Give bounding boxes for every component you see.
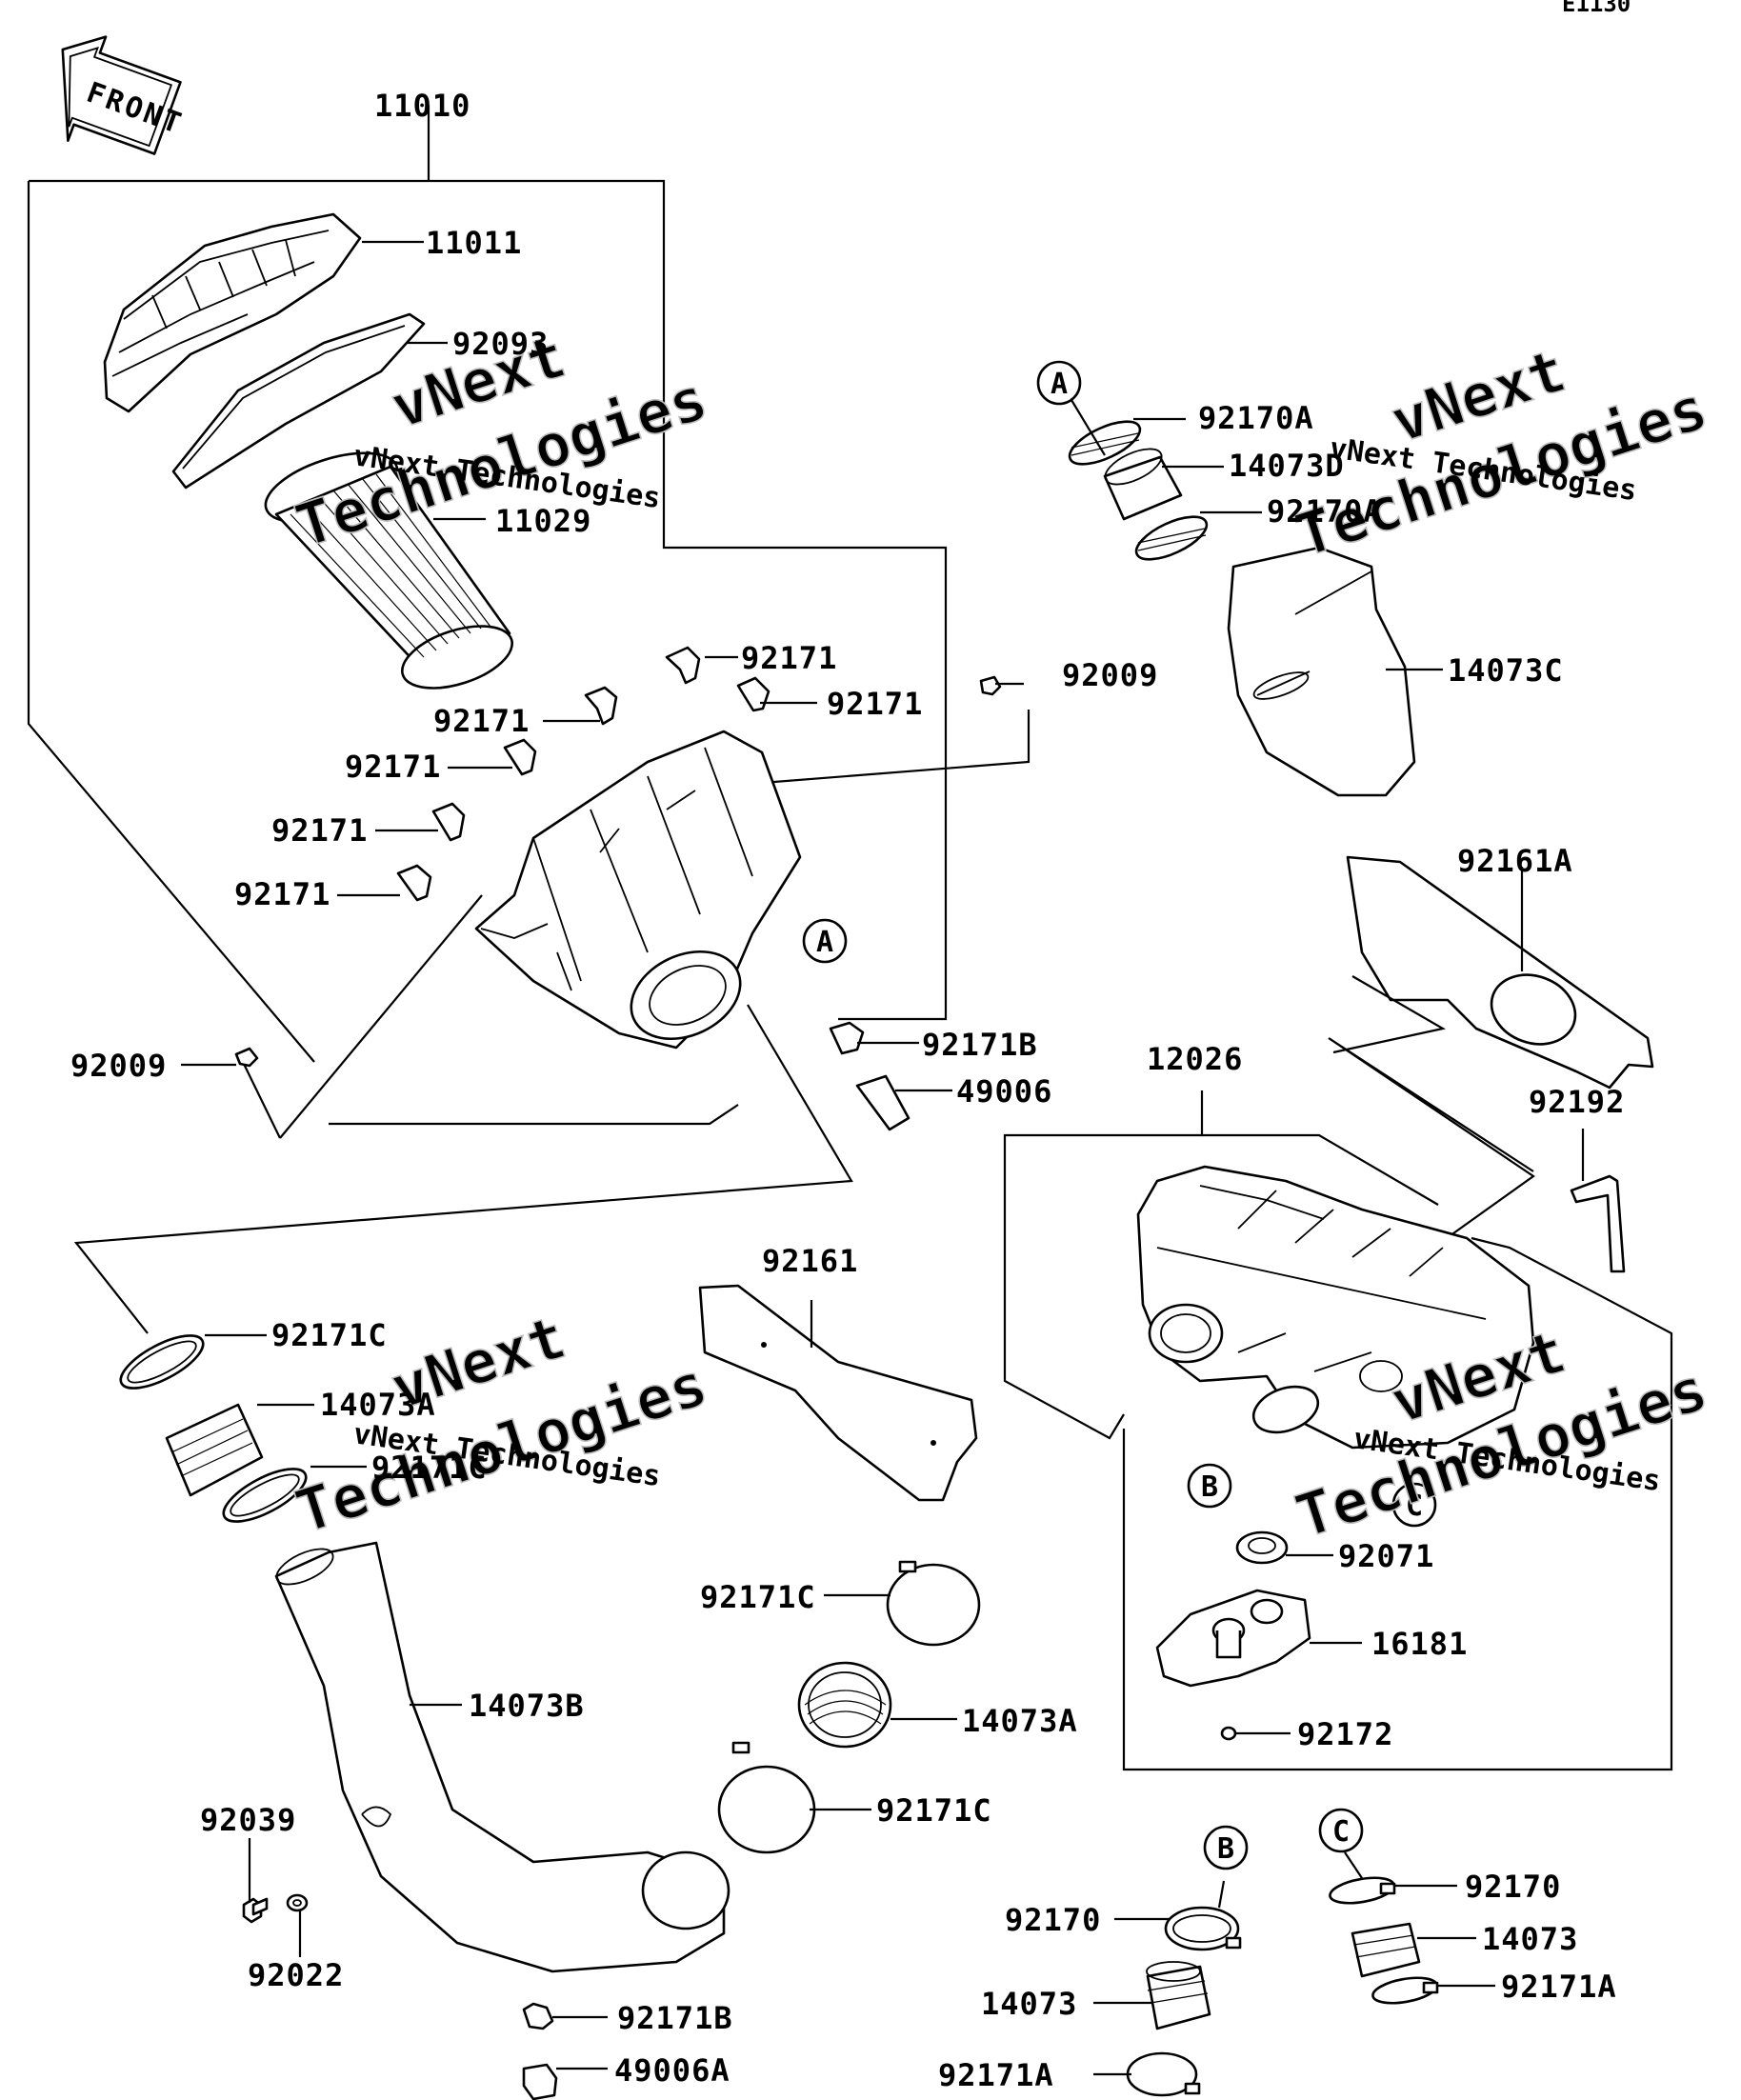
plug-92172	[1220, 1726, 1237, 1741]
center-clamps-boot	[717, 1560, 981, 1854]
part-label-92170A-top: 92170A	[1198, 400, 1314, 436]
air-cleaner-gasket	[171, 312, 426, 490]
diagram-code: E1130	[1562, 0, 1631, 17]
part-label-92171-b: 92171	[827, 686, 923, 722]
part-label-92171B-bottom: 92171B	[617, 2000, 733, 2036]
screw-parts	[234, 675, 1002, 1068]
hose-92192	[1570, 1174, 1626, 1273]
callout-B-resonator: B	[1201, 1470, 1218, 1504]
part-label-92171B-top: 92171B	[922, 1027, 1038, 1063]
plate-92161A	[1346, 855, 1654, 1090]
grommet-92071	[1235, 1530, 1289, 1565]
intake-clamps-duct	[1068, 420, 1209, 561]
part-label-92192: 92192	[1529, 1084, 1625, 1120]
part-label-49006A: 49006A	[614, 2052, 730, 2089]
callout-A-airbox: A	[816, 926, 833, 959]
part-label-92171C-1: 92171C	[271, 1317, 388, 1353]
part-label-14073B: 14073B	[469, 1688, 585, 1724]
part-label-49006: 49006	[956, 1073, 1052, 1110]
part-label-92171C-3: 92171C	[700, 1579, 816, 1615]
drain-clamp-and-cap	[829, 1021, 911, 1131]
detail-C-parts	[1329, 1876, 1439, 2005]
part-label-92039: 92039	[200, 1802, 296, 1838]
part-label-12026: 12026	[1147, 1041, 1243, 1077]
leader-lines	[181, 240, 1585, 2076]
drain-clamp-49006A	[522, 2002, 558, 2100]
part-label-14073D: 14073D	[1229, 448, 1345, 484]
part-label-92170-B: 92170	[1005, 1902, 1101, 1938]
left-intake-clamps-boot	[119, 1334, 308, 1523]
part-label-14073-C: 14073	[1482, 1921, 1578, 1957]
callout-C-resonator: C	[1406, 1490, 1423, 1523]
part-label-92170-C: 92170	[1465, 1869, 1561, 1905]
part-label-14073A-2: 14073A	[962, 1703, 1078, 1739]
part-label-14073-B: 14073	[981, 1986, 1077, 2022]
air-cleaner-cover	[103, 212, 362, 413]
part-label-92171A-B: 92171A	[938, 2057, 1054, 2093]
part-label-92022: 92022	[248, 1957, 344, 1993]
bolt-92039-washer-92022	[242, 1893, 309, 1924]
part-label-92171-c: 92171	[433, 703, 530, 739]
part-label-92171-e: 92171	[271, 812, 368, 849]
part-label-92172: 92172	[1297, 1716, 1393, 1752]
part-label-92161: 92161	[762, 1243, 858, 1279]
part-label-92093: 92093	[452, 326, 549, 362]
callout-markers: A A B C B C	[802, 360, 1437, 1870]
callout-A-top: A	[1051, 368, 1068, 401]
duct-14073B	[274, 1541, 730, 1973]
resonator-group-outline	[1003, 975, 1673, 1771]
part-label-92171-a: 92171	[741, 640, 837, 676]
plate-92161	[698, 1284, 978, 1502]
drain-tank-16181	[1155, 1589, 1311, 1688]
part-label-92171C-4: 92171C	[876, 1792, 992, 1829]
part-label-92161A: 92161A	[1457, 843, 1573, 879]
detail-B-parts	[1126, 1906, 1242, 2097]
part-label-92170A-bottom: 92170A	[1267, 493, 1383, 530]
part-label-92171A-C: 92171A	[1501, 1969, 1617, 2005]
clip-parts	[396, 646, 770, 902]
air-box-housing	[474, 730, 802, 1050]
part-label-92171-d: 92171	[345, 749, 441, 785]
part-label-14073C: 14073C	[1448, 652, 1564, 689]
part-label-92009-top: 92009	[1062, 657, 1158, 693]
part-labels: 11010 11011 92093 11029 92171 92171 9217…	[70, 88, 1625, 2093]
part-label-92009-left: 92009	[70, 1048, 167, 1084]
front-arrow-icon: FRONT	[61, 35, 188, 155]
part-label-92171-f: 92171	[234, 876, 330, 912]
air-filter-element	[264, 451, 514, 690]
part-label-14073A-1: 14073A	[320, 1387, 436, 1423]
part-label-92171C-2: 92171C	[371, 1450, 488, 1486]
air-cleaner-group-outline	[27, 105, 1031, 1334]
intake-duct-14073C	[1227, 546, 1416, 797]
part-label-16181: 16181	[1371, 1626, 1468, 1662]
part-label-11010: 11010	[374, 88, 470, 124]
part-label-11011: 11011	[426, 225, 522, 261]
part-label-11029: 11029	[495, 503, 591, 539]
callout-B-detail: B	[1217, 1832, 1234, 1866]
part-label-92071: 92071	[1338, 1538, 1434, 1574]
resonator-box-12026	[1136, 1165, 1535, 1450]
callout-C-detail: C	[1332, 1815, 1350, 1849]
